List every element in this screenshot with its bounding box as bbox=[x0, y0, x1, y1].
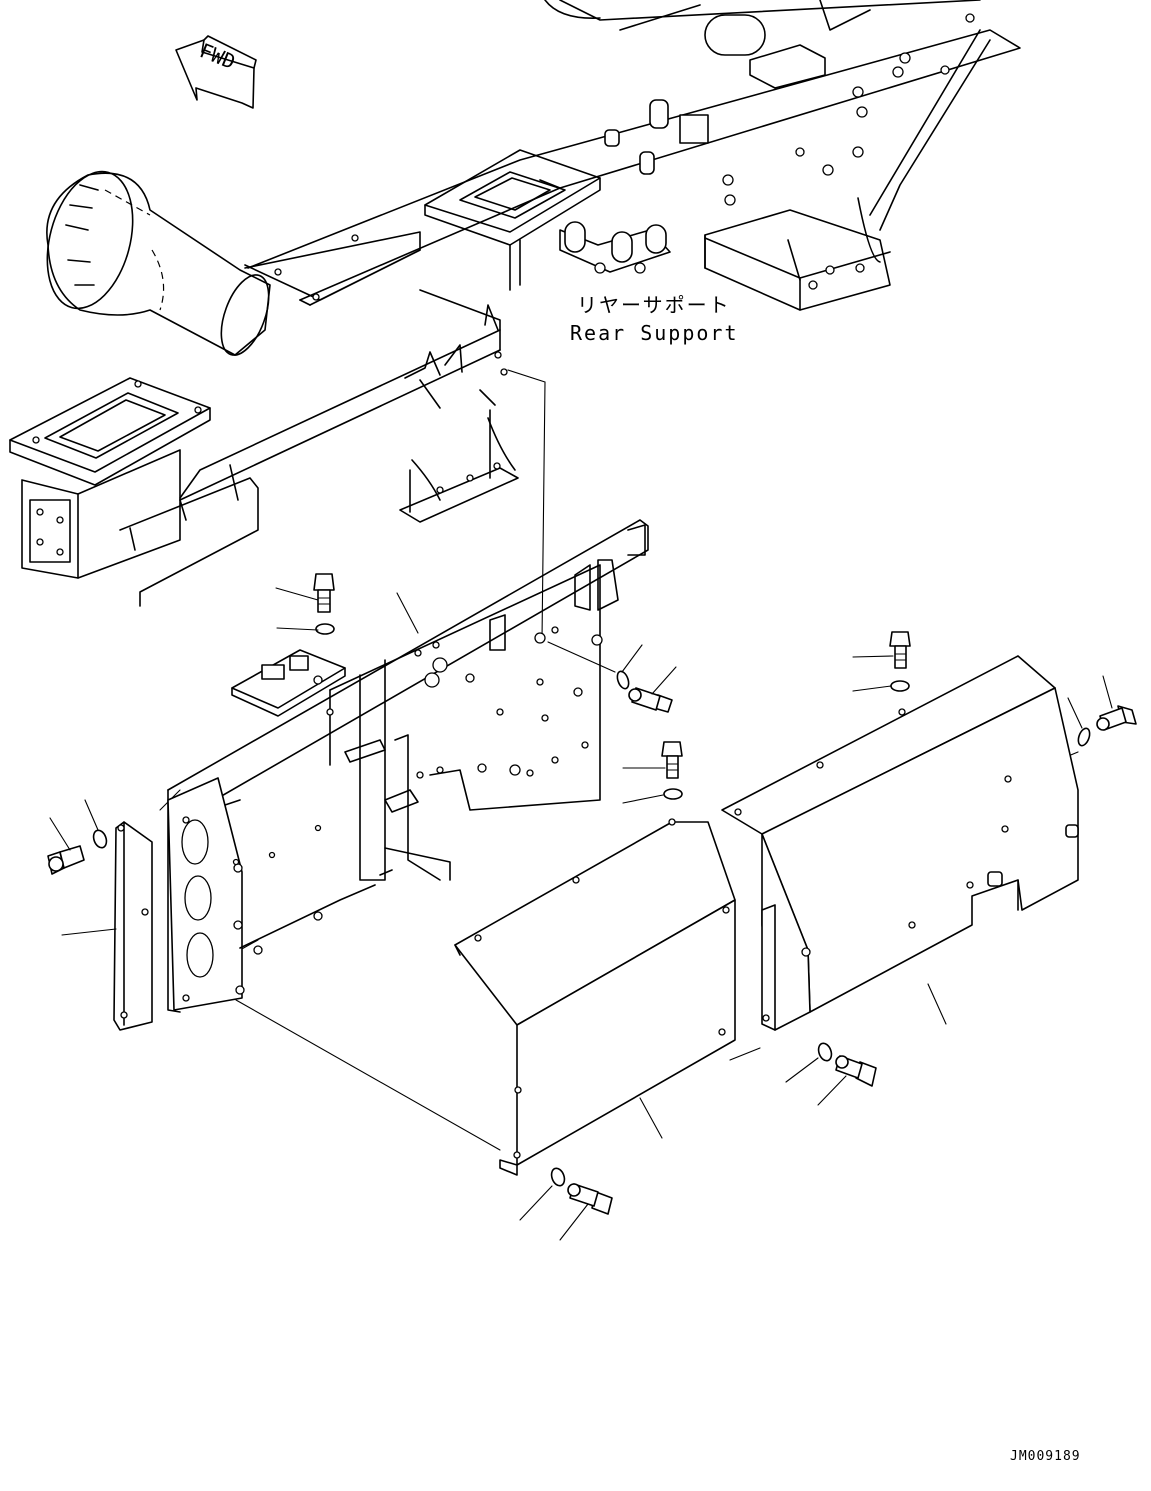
washer bbox=[1077, 727, 1091, 747]
washer bbox=[550, 1167, 566, 1187]
left-end-cover-plate bbox=[113, 821, 153, 1031]
center-cover-panel bbox=[454, 818, 736, 1176]
washer bbox=[817, 1042, 833, 1062]
bolt bbox=[313, 573, 335, 613]
rear-support-frame: リヤーサポート Rear Support bbox=[9, 0, 1021, 607]
right-cover-panel bbox=[721, 655, 1079, 1031]
washer bbox=[315, 623, 335, 635]
fwd-arrow: FWD bbox=[175, 35, 257, 109]
rear-support-label-jp: リヤーサポート bbox=[577, 293, 731, 317]
mounting-bracket bbox=[167, 519, 649, 1013]
washer bbox=[616, 670, 630, 690]
callout-leaders bbox=[49, 587, 1113, 1241]
fasteners bbox=[47, 573, 1137, 1215]
bolt bbox=[47, 845, 85, 875]
washer bbox=[92, 829, 108, 849]
bolt bbox=[567, 1183, 613, 1215]
bolt bbox=[1096, 705, 1137, 731]
drawing-code: JM009189 bbox=[1010, 1449, 1081, 1464]
washer bbox=[663, 788, 683, 800]
bolt bbox=[628, 687, 673, 713]
bolt bbox=[835, 1055, 877, 1087]
bolt bbox=[889, 631, 911, 669]
washer bbox=[890, 680, 910, 692]
rear-support-label-en: Rear Support bbox=[570, 321, 739, 345]
bolt bbox=[661, 741, 683, 779]
